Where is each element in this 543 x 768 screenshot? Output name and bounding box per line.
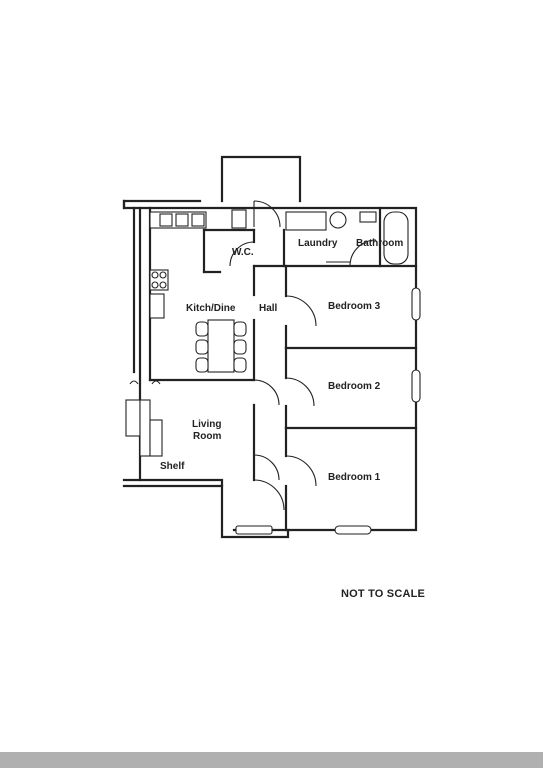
scale-note: NOT TO SCALE: [341, 588, 426, 600]
kitchen-fixtures: [149, 211, 207, 319]
wet-area-fixtures: [231, 209, 409, 265]
room-label-living: Living: [192, 419, 221, 430]
doors: [229, 200, 377, 511]
footer-bar: [0, 752, 543, 768]
room-label-kitchen-dine: Kitch/Dine: [186, 303, 236, 314]
room-labels: W.C. Laundry Bathroom Kitch/Dine Hall Be…: [160, 238, 403, 483]
windows: [235, 287, 421, 535]
room-label-bedroom3: Bedroom 3: [328, 301, 381, 312]
room-label-wc: W.C.: [232, 247, 254, 258]
room-label-laundry: Laundry: [298, 238, 338, 249]
room-label-bedroom2: Bedroom 2: [328, 381, 381, 392]
living-fixtures: [125, 380, 163, 457]
room-label-bedroom1: Bedroom 1: [328, 472, 381, 483]
dining-table: [195, 319, 247, 373]
room-label-hall: Hall: [259, 303, 278, 314]
room-label-shelf: Shelf: [160, 461, 185, 472]
room-label-bathroom: Bathroom: [356, 238, 403, 249]
room-label-room: Room: [193, 431, 221, 442]
interior-walls: [148, 206, 418, 532]
outer-walls: [122, 155, 418, 539]
